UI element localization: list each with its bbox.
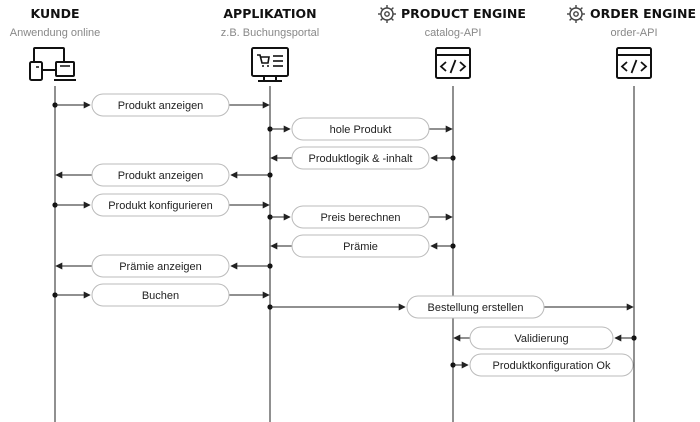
message-label: Produktkonfiguration Ok [492,360,611,372]
code-window-icon [616,47,652,79]
message-label: Produkt konfigurieren [108,200,213,212]
actor-applikation: APPLIKATION z.B. Buchungsportal [221,6,319,82]
message-pill [291,117,430,141]
message-pill [291,146,430,170]
gear-icon [567,5,585,23]
message: Produkt konfigurieren [52,193,270,217]
message-pill [291,234,430,258]
code-window-icon [435,47,471,79]
message: Produktkonfiguration Ok [450,353,634,377]
message: Preis berechnen [267,205,453,229]
messages: Produkt anzeigen hole ProduktProduktlogik… [52,93,637,377]
actor-subtitle: catalog-API [425,27,482,39]
actor-subtitle: order-API [610,27,657,39]
message-label: Validierung [514,333,568,345]
message: Bestellung erstellen [267,295,634,319]
message-label: Produktlogik & -inhalt [309,153,413,165]
message: Produktlogik & -inhalt [270,146,456,170]
message-label: Bestellung erstellen [427,302,523,314]
message-pill [91,163,230,187]
message-pill [406,295,545,319]
message-label: Produkt anzeigen [118,170,204,182]
actor-title: PRODUCT ENGINE [401,6,526,21]
message: Produkt anzeigen [52,93,270,117]
devices-icon [29,47,76,81]
message: Buchen [52,283,270,307]
message: Prämie anzeigen [55,254,273,278]
message: Validierung [453,326,637,350]
message-pill [469,326,614,350]
message: Prämie [270,234,456,258]
message-label: hole Produkt [330,124,392,136]
message: Produkt anzeigen [55,163,273,187]
actor-title: APPLIKATION [223,6,316,21]
actor-subtitle: z.B. Buchungsportal [221,27,319,39]
message-pill [91,93,230,117]
actor-subtitle: Anwendung online [10,27,101,39]
cash-register-icon [251,47,289,82]
message-pill [91,254,230,278]
gear-icon [378,5,396,23]
message: hole Produkt [267,117,453,141]
message-pill [91,193,230,217]
message-label: Prämie anzeigen [119,261,202,273]
message-label: Buchen [142,290,179,302]
message-label: Produkt anzeigen [118,100,204,112]
actor-product-engine: PRODUCT ENGINE catalog-API [378,5,526,79]
message-pill [91,283,230,307]
actor-kunde: KUNDE Anwendung online [10,6,101,81]
lifelines [54,86,635,422]
message-pill [469,353,634,377]
actor-title: ORDER ENGINE [590,6,696,21]
actor-title: KUNDE [31,6,80,21]
message-pill [291,205,430,229]
message-label: Prämie [343,241,378,253]
message-label: Preis berechnen [320,212,400,224]
actor-order-engine: ORDER ENGINE order-API [567,5,696,79]
